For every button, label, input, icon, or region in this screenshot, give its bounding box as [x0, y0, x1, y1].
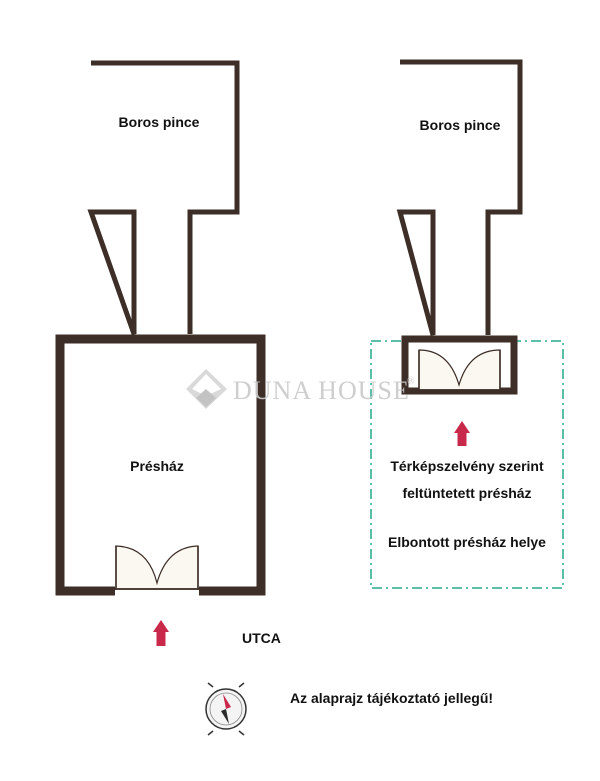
press-house-label: Présház	[130, 458, 184, 474]
demolished-label: Elbontott présház helye	[388, 534, 546, 550]
watermark-registered: ®	[407, 376, 416, 387]
left-cellar-walls	[87, 60, 240, 335]
right-cellar-walls	[396, 59, 523, 336]
arrow-up-icon	[454, 421, 470, 446]
watermark: DUNA HOUSE ®	[186, 369, 416, 409]
mapped-press-house-walls	[401, 335, 518, 395]
compass-icon	[205, 682, 247, 736]
street-arrow	[153, 620, 169, 646]
left-double-door	[113, 545, 201, 590]
right-double-door	[416, 349, 503, 391]
map-note-line1: Térképszelvény szerint	[390, 458, 544, 474]
left-cellar-label: Boros pince	[119, 114, 200, 130]
right-building: Boros pince Térképszelvény szerint feltü…	[370, 59, 564, 589]
duna-house-logo	[186, 369, 227, 409]
street-label: UTCA	[242, 630, 281, 646]
left-building: Boros pince Présház	[55, 60, 266, 600]
disclaimer-text: Az alaprajz tájékoztató jellegű!	[290, 690, 493, 706]
watermark-text: DUNA HOUSE	[233, 376, 410, 405]
right-cellar-label: Boros pince	[420, 117, 501, 133]
map-note-line2: feltüntetett présház	[402, 485, 531, 501]
